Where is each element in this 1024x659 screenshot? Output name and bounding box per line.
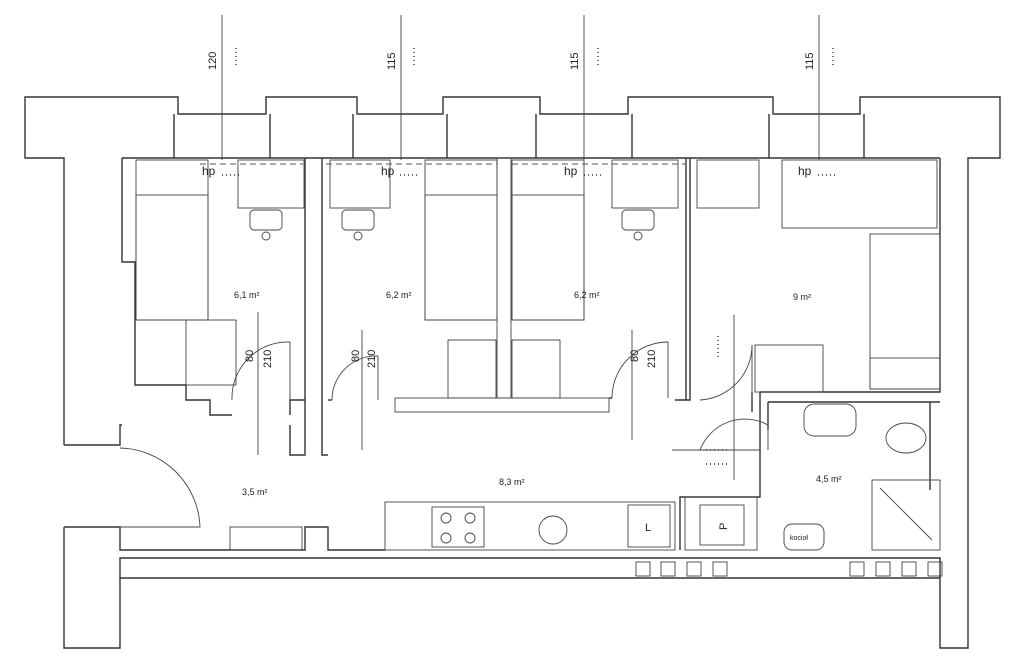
fridge-label: L	[645, 522, 651, 534]
washer-label: P	[718, 523, 730, 530]
room-area-2: 6,2 m²	[386, 290, 412, 300]
bathroom-fixtures	[783, 403, 941, 551]
room-area-bathroom: 4,5 m²	[816, 474, 842, 484]
door-width-3: 80	[629, 350, 641, 362]
room-area-1: 6,1 m²	[234, 290, 260, 300]
door-height-3: 210	[646, 350, 658, 368]
door-height-2: 210	[366, 350, 378, 368]
window-dim-2: 115	[386, 52, 398, 70]
hp-label-2: hp	[381, 164, 395, 178]
hp-label-3: hp	[564, 164, 578, 178]
door-height-1: 210	[262, 350, 274, 368]
ventilation-ducts	[635, 561, 943, 577]
window-dim-4: 115	[804, 52, 816, 70]
boiler-label: kocioł	[790, 535, 808, 542]
doors	[119, 312, 769, 528]
door-width-1: 80	[244, 350, 256, 362]
window-dim-1: 120	[207, 52, 219, 70]
window-dimension-lines	[221, 15, 834, 160]
cabinets	[185, 319, 824, 399]
room-area-4: 9 m²	[793, 292, 811, 302]
room-area-corridor: 8,3 m²	[499, 477, 525, 487]
desks-and-chairs	[200, 159, 760, 241]
exterior-walls	[24, 96, 1001, 649]
beds	[135, 159, 941, 390]
interior-walls	[121, 157, 941, 550]
room-area-3: 6,2 m²	[574, 290, 600, 300]
kitchen	[229, 496, 758, 551]
window-dim-3: 115	[569, 52, 581, 70]
room-area-entrance: 3,5 m²	[242, 487, 268, 497]
door-width-2: 80	[350, 350, 362, 362]
hp-label-1: hp	[202, 164, 216, 178]
hp-label-4: hp	[798, 164, 812, 178]
